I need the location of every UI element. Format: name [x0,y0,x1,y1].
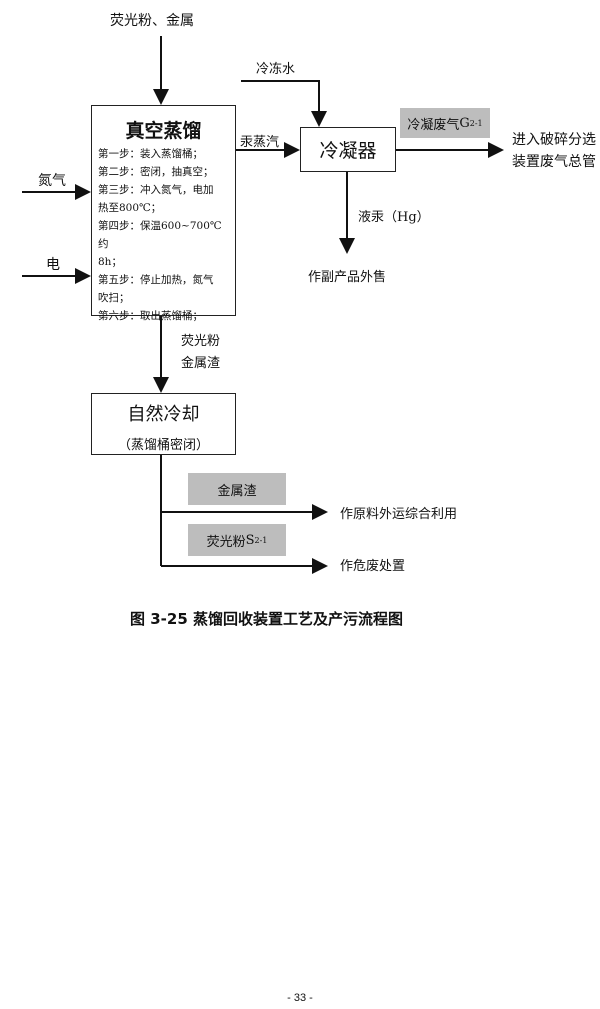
chilled-water-label: 冷冻水 [256,62,296,77]
step-line: 吹扫； [98,292,130,304]
phosphor-code: S [245,532,255,548]
phosphor-dest-label: 作危废处置 [340,559,406,574]
step-line: 第五步：停止加热，氮气 [98,274,214,286]
residue-label-2: 金属渣 [181,356,221,371]
step-line: 第六步：取出蒸馏桶； [98,310,203,322]
electric-label: 电 [46,257,60,273]
step-line: 第三步：冲入氮气，电加 [98,184,214,196]
metal-slag-tag: 金属渣 [188,473,286,505]
metal-dest-label: 作原料外运综合利用 [340,507,458,522]
step-line: 8h； [98,256,122,268]
distill-steps: 第一步：装入蒸馏桶； 第二步：密闭，抽真空； 第三步：冲入氮气，电加 热至800… [98,145,229,325]
phosphor-label: 荧光粉 [206,534,246,550]
waste-gas-label: 冷凝废气 [407,117,460,133]
waste-gas-code: G [459,115,470,131]
input-top-label: 荧光粉、金属 [110,13,194,29]
phosphor-sub: 2-1 [254,535,268,545]
residue-label-1: 荧光粉 [181,334,221,349]
condenser-box: 冷凝器 [300,127,396,172]
cooling-subtitle: （蒸馏桶密闭） [117,438,209,453]
figure-caption: 图 3-25 蒸馏回收装置工艺及产污流程图 [130,610,403,628]
step-line: 第四步：保温600~700℃约 [98,220,222,250]
gas-dest-line1: 进入破碎分选 [512,132,596,148]
byproduct-label: 作副产品外售 [308,270,387,285]
step-line: 热至800℃； [98,202,162,214]
step-line: 第一步：装入蒸馏桶； [98,148,203,160]
mercury-vapor-label: 汞蒸汽 [240,135,280,150]
distill-title: 真空蒸馏 [125,120,202,142]
arrow-chilled-water [241,80,327,127]
nitrogen-label: 氮气 [38,173,66,189]
step-line: 第二步：密闭，抽真空； [98,166,214,178]
gas-dest-line2: 装置废气总管 [512,154,596,170]
flow-lines [22,36,504,574]
page-number: - 33 - [287,992,313,1004]
waste-gas-sub: 2-1 [469,118,483,128]
vacuum-distillation-box: 真空蒸馏 第一步：装入蒸馏桶； 第二步：密闭，抽真空； 第三步：冲入氮气，电加 … [91,105,236,322]
liquid-mercury-label: 液汞（Hg） [358,210,430,225]
natural-cooling-box: 自然冷却 （蒸馏桶密闭） [91,393,236,455]
cooling-title: 自然冷却 [127,404,200,425]
